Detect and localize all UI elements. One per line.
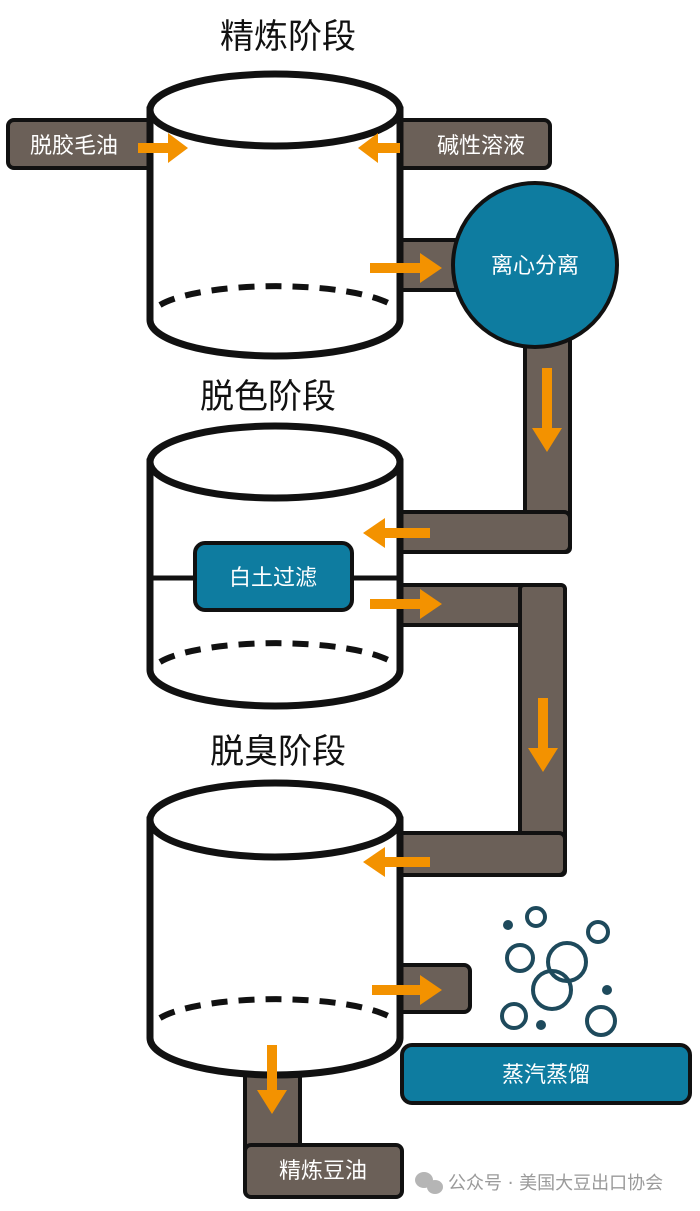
steam-bubbles-icon xyxy=(500,906,617,1037)
label-degummed-oil: 脱胶毛油 xyxy=(30,134,118,159)
watermark: 公众号 · 美国大豆出口协会 xyxy=(448,1173,663,1194)
label-steam-distillation: 蒸汽蒸馏 xyxy=(502,1063,590,1088)
clay-filter-box xyxy=(193,541,354,612)
steam-distillation-box xyxy=(400,1043,692,1105)
arrow-left-icon xyxy=(358,133,400,163)
label-refined-oil: 精炼豆油 xyxy=(279,1159,367,1184)
centrifuge-unit xyxy=(451,181,619,349)
flow-arrows xyxy=(138,133,562,1114)
label-clay-filter: 白土过滤 xyxy=(229,566,317,591)
stage-title-bleaching: 脱色阶段 xyxy=(200,377,336,417)
arrow-down-icon xyxy=(528,698,558,772)
tank-deodorizing xyxy=(146,779,404,1079)
stage-title-refining: 精炼阶段 xyxy=(220,17,356,57)
arrow-down-icon xyxy=(532,368,562,452)
label-alkali-solution: 碱性溶液 xyxy=(437,134,525,159)
arrow-right-icon xyxy=(138,133,188,163)
tank-refining xyxy=(146,70,404,360)
pipe-to-deodorizing xyxy=(390,831,567,877)
wechat-icon xyxy=(415,1172,443,1194)
label-centrifuge: 离心分离 xyxy=(491,254,579,279)
stage-title-deodorizing: 脱臭阶段 xyxy=(210,732,346,772)
arrow-right-icon xyxy=(370,589,442,619)
arrow-right-icon xyxy=(370,253,442,283)
arrow-left-icon xyxy=(363,847,430,877)
refined-oil-outlet xyxy=(243,1143,404,1199)
arrow-down-icon xyxy=(257,1045,287,1114)
arrow-left-icon xyxy=(363,518,430,548)
arrow-right-icon xyxy=(372,975,442,1005)
